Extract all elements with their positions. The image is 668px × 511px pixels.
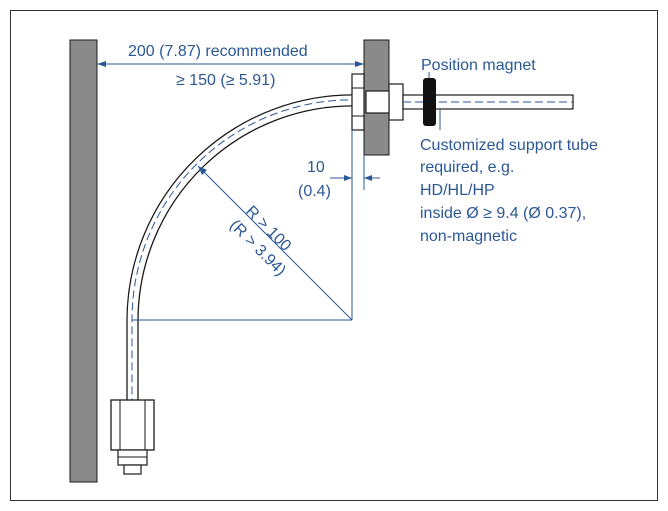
support-tube-note-line: required, e.g. xyxy=(420,159,514,176)
rod-centerline xyxy=(131,99,361,445)
arrow-head xyxy=(97,61,106,67)
sensor-head xyxy=(110,399,155,451)
gap-label-line2: (0.4) xyxy=(298,183,331,200)
support-tube-note-line: HD/HL/HP xyxy=(420,182,495,199)
arrow-head xyxy=(364,175,372,181)
position-magnet xyxy=(423,78,436,126)
support-tube-note-line: non-magnetic xyxy=(420,228,517,245)
magnet-label: Position magnet xyxy=(421,57,536,74)
rod-outer-edge xyxy=(126,94,361,400)
arrow-head xyxy=(355,61,364,67)
sensor-pin xyxy=(123,464,142,475)
left-wall xyxy=(69,39,98,483)
width-label-line2: ≥ 150 (≥ 5.91) xyxy=(176,72,275,89)
support-tube-note-line: Customized support tube xyxy=(420,137,598,154)
thread-section xyxy=(365,90,390,114)
width-label-line1: 200 (7.87) recommended xyxy=(128,43,308,60)
arrow-head xyxy=(344,175,352,181)
rod-inner-edge xyxy=(137,105,361,400)
gap-label-line1: 10 xyxy=(307,159,325,176)
mounting-flange xyxy=(351,73,365,131)
drawing-frame xyxy=(10,10,658,501)
mounting-nut xyxy=(388,83,404,121)
radius-dimension-line xyxy=(197,165,353,321)
arrow-head xyxy=(198,166,207,175)
support-tube-note-line: inside Ø ≥ 9.4 (Ø 0.37), xyxy=(420,205,586,222)
